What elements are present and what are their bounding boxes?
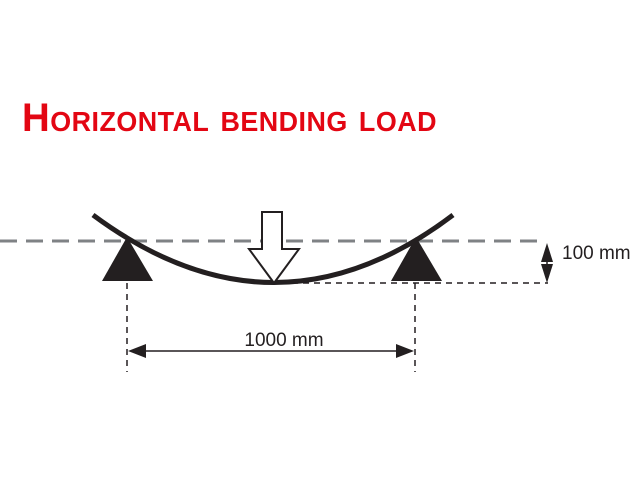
deflection-arrow-up-icon (541, 243, 553, 262)
deflection-label: 100 mm (562, 243, 631, 264)
right-support-icon (391, 237, 442, 281)
load-arrow-icon (247, 211, 301, 285)
left-support-icon (102, 237, 153, 281)
deflection-arrow-down-icon (541, 264, 553, 283)
span-label: 1000 mm (244, 330, 323, 351)
diagram-title: Horizontal bending load (22, 96, 438, 140)
span-arrow-left-icon (128, 344, 146, 358)
span-arrow-right-icon (396, 344, 414, 358)
